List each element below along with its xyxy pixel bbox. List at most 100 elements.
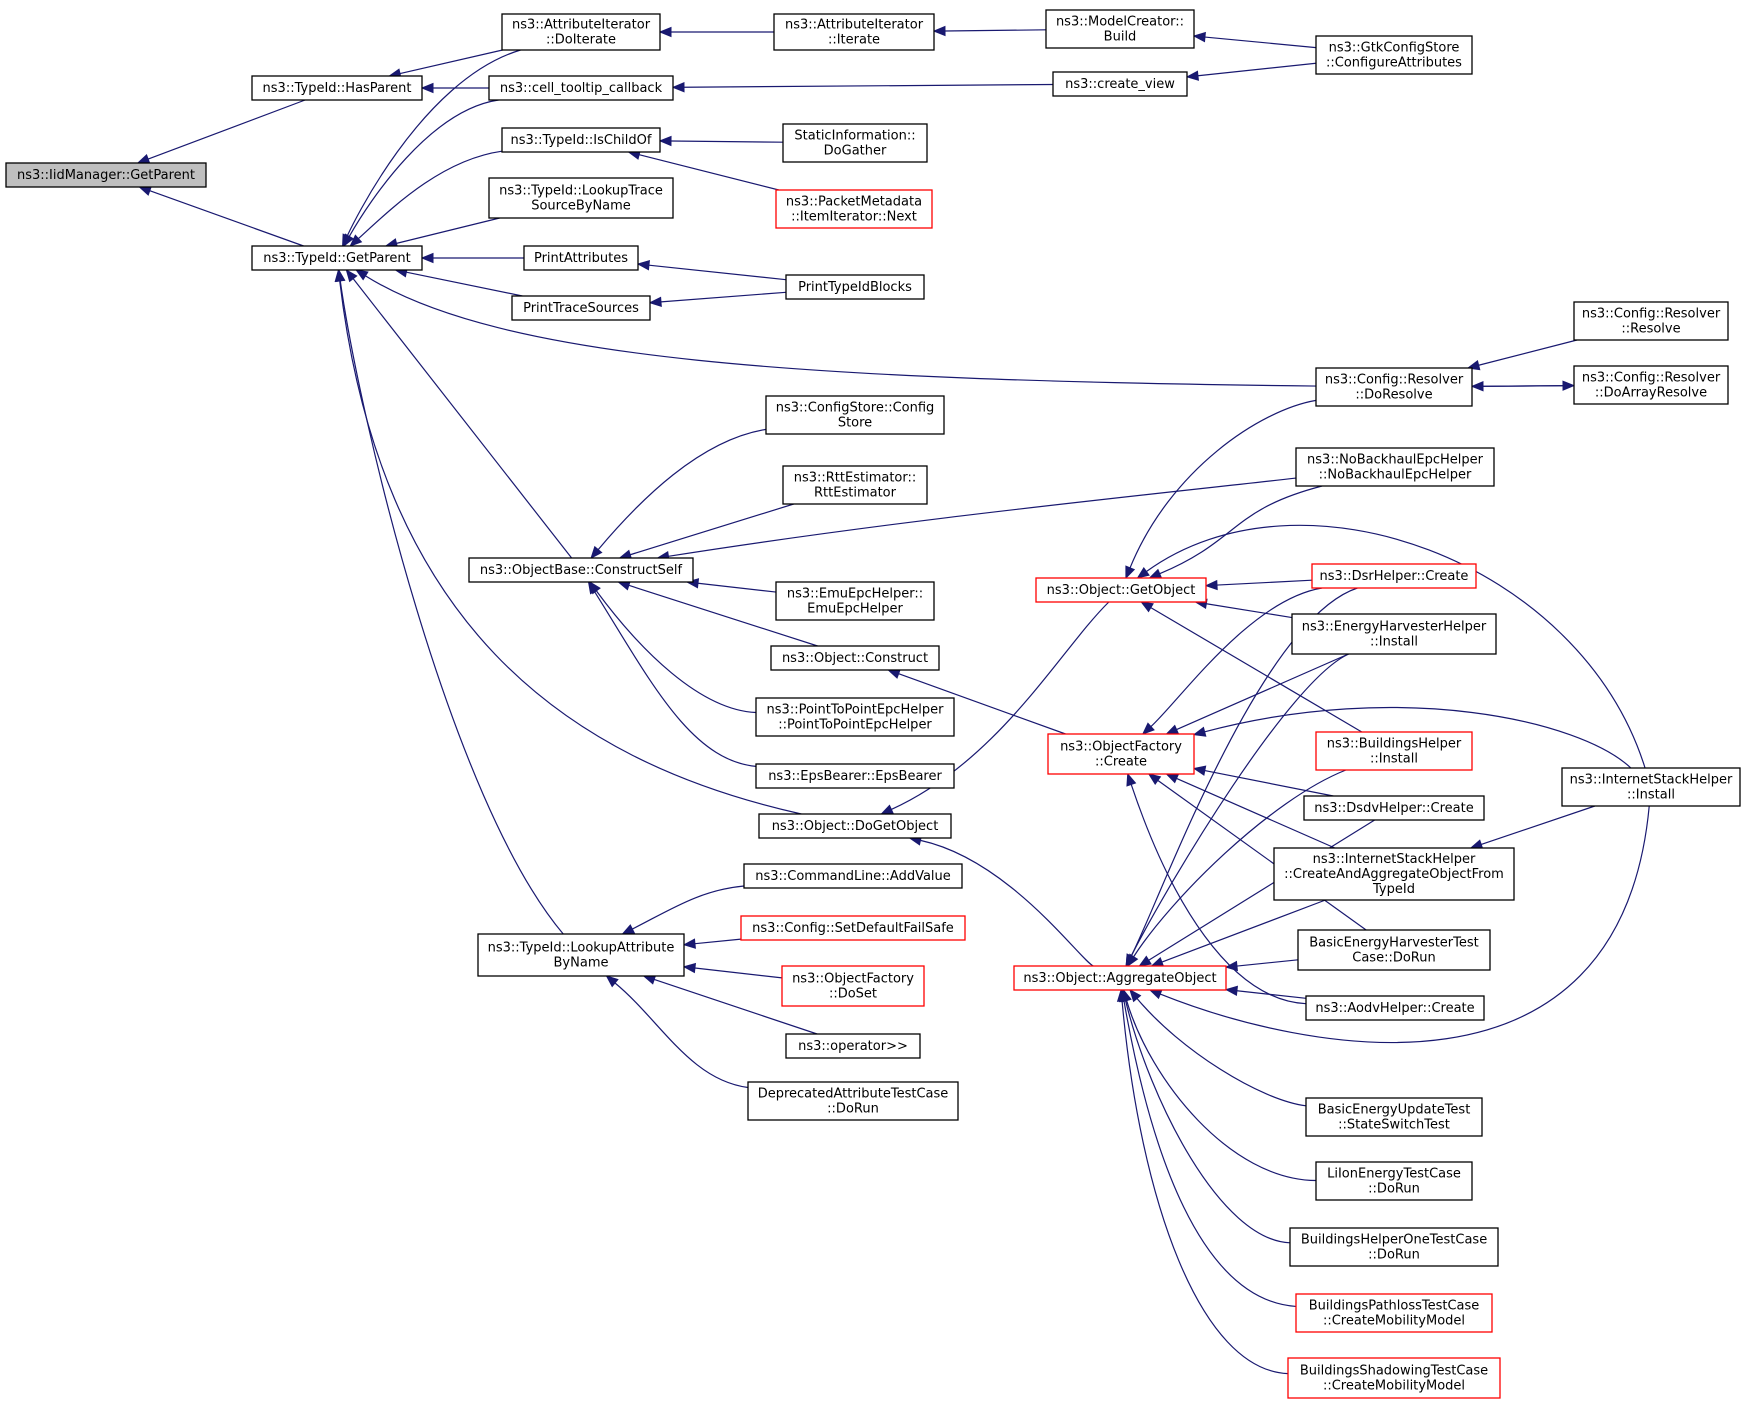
node-PktNext[interactable]: ns3::PacketMetadata::ItemIterator::Next — [775, 189, 933, 229]
node-CellTooltip[interactable]: ns3::cell_tooltip_callback — [488, 75, 674, 101]
edge-PathlossTest-to-AggregateObject — [1123, 1000, 1297, 1308]
node-box — [1287, 1357, 1501, 1399]
edge-CreateAggFromTypeId-to-ObjFactoryCreate — [1176, 777, 1336, 849]
edge-NoBackhaul-to-GetObject — [1159, 485, 1323, 575]
node-SetDefaultFailSafe[interactable]: ns3::Config::SetDefaultFailSafe — [740, 915, 966, 941]
node-DoResolve[interactable]: ns3::Config::Resolver::DoResolve — [1315, 367, 1473, 407]
node-box — [251, 245, 423, 271]
edge-BasicEnergyHarvTest-to-ObjFactoryCreate — [1157, 779, 1367, 931]
arrowhead — [648, 296, 662, 308]
node-DoArrayResolve[interactable]: ns3::Config::Resolver::DoArrayResolve — [1573, 365, 1729, 405]
node-box — [1035, 577, 1207, 603]
node-label: ::Install — [1627, 788, 1675, 803]
node-OperatorShift[interactable]: ns3::operator>> — [785, 1033, 921, 1059]
node-box — [770, 645, 940, 671]
arrowhead — [1165, 773, 1180, 784]
node-ObjFactoryDoSet[interactable]: ns3::ObjectFactory::DoSet — [781, 965, 925, 1007]
node-box — [755, 763, 955, 789]
node-ShadowingTest[interactable]: BuildingsShadowingTestCase::CreateMobili… — [1287, 1357, 1501, 1399]
edge-AddValue-to-LookupAttr — [632, 885, 745, 930]
node-PrintTraceSources[interactable]: PrintTraceSources — [511, 295, 651, 321]
node-DsdvCreate[interactable]: ns3::DsdvHelper::Create — [1303, 795, 1485, 821]
node-label: ns3::CommandLine::AddValue — [755, 869, 951, 884]
arrowhead — [1562, 380, 1576, 391]
node-DsrCreate[interactable]: ns3::DsrHelper::Create — [1311, 563, 1477, 589]
node-P2PEpc[interactable]: ns3::PointToPointEpcHelper::PointToPoint… — [755, 697, 955, 737]
node-label: Build — [1104, 30, 1137, 45]
node-label: ::PointToPointEpcHelper — [778, 718, 932, 733]
node-InternetInstall[interactable]: ns3::InternetStackHelper::Install — [1561, 767, 1741, 807]
node-BasicEnergyUpdate[interactable]: BasicEnergyUpdateTest::StateSwitchTest — [1305, 1097, 1483, 1137]
node-label: ns3::Object::DoGetObject — [772, 819, 939, 834]
node-box — [1305, 1097, 1483, 1137]
node-label: BuildingsShadowingTestCase — [1300, 1364, 1488, 1379]
node-PathlossTest[interactable]: BuildingsPathlossTestCase::CreateMobilit… — [1295, 1293, 1493, 1333]
node-AggregateObject[interactable]: ns3::Object::AggregateObject — [1013, 965, 1227, 991]
node-DoGetObject[interactable]: ns3::Object::DoGetObject — [758, 813, 952, 839]
node-AttrDoIterate[interactable]: ns3::AttributeIterator::DoIterate — [501, 13, 661, 51]
edge-ConfigStore-to-ConstructSelf — [597, 428, 767, 550]
node-EpsBearer[interactable]: ns3::EpsBearer::EpsBearer — [755, 763, 955, 789]
node-AttrIterate[interactable]: ns3::AttributeIterator::Iterate — [773, 13, 935, 51]
node-CreateView[interactable]: ns3::create_view — [1052, 71, 1188, 97]
arrowhead — [1224, 960, 1238, 972]
edge-layer — [136, 25, 1650, 1375]
node-box — [782, 123, 928, 163]
node-EnergyHarvInstall[interactable]: ns3::EnergyHarvesterHelper::Install — [1291, 613, 1497, 655]
arrowhead — [1126, 772, 1137, 787]
node-label: ns3::AodvHelper::Create — [1315, 1001, 1474, 1016]
node-box — [1052, 71, 1188, 97]
edge-DsdvCreate-to-AggregateObject — [1148, 819, 1375, 961]
node-StaticInfo[interactable]: StaticInformation::DoGather — [782, 123, 928, 163]
node-GetParentMgr[interactable]: ns3::IidManager::GetParent — [5, 162, 207, 188]
node-label: ::CreateMobilityModel — [1323, 1314, 1465, 1329]
node-LiIon[interactable]: LiIonEnergyTestCase::DoRun — [1315, 1161, 1473, 1201]
node-HasParent[interactable]: ns3::TypeId::HasParent — [251, 75, 423, 101]
node-box — [501, 127, 661, 153]
node-GtkConfig[interactable]: ns3::GtkConfigStore::ConfigureAttributes — [1315, 35, 1473, 75]
node-AodvCreate[interactable]: ns3::AodvHelper::Create — [1305, 995, 1485, 1021]
edge-GtkConfig-to-CreateView — [1197, 62, 1317, 77]
node-box — [773, 13, 935, 51]
node-BuildingsInstall[interactable]: ns3::BuildingsHelper::Install — [1315, 731, 1473, 771]
edge-CreateView-to-CellTooltip — [683, 83, 1054, 88]
edge-NoBackhaul-to-ConstructSelf — [668, 477, 1297, 557]
node-label: Store — [838, 416, 872, 431]
arrowhead — [355, 269, 369, 281]
node-AddValue[interactable]: ns3::CommandLine::AddValue — [743, 863, 963, 889]
node-ObjFactoryCreate[interactable]: ns3::ObjectFactory::Create — [1047, 733, 1195, 775]
node-DeprecatedTest[interactable]: DeprecatedAttributeTestCase::DoRun — [747, 1081, 959, 1121]
node-ConstructSelf[interactable]: ns3::ObjectBase::ConstructSelf — [468, 557, 694, 583]
node-PrintAttributes[interactable]: PrintAttributes — [523, 245, 639, 271]
node-ConfigStore[interactable]: ns3::ConfigStore::ConfigStore — [765, 395, 945, 435]
node-CreateAggFromTypeId[interactable]: ns3::InternetStackHelper::CreateAndAggre… — [1273, 847, 1515, 901]
node-box — [1295, 1293, 1493, 1333]
node-TypeIdGetParent[interactable]: ns3::TypeId::GetParent — [251, 245, 423, 271]
node-GetObject[interactable]: ns3::Object::GetObject — [1035, 577, 1207, 603]
node-NoBackhaul[interactable]: ns3::NoBackhaulEpcHelper::NoBackhaulEpcH… — [1295, 447, 1495, 487]
arrowhead — [1192, 31, 1206, 43]
edge-BasicEnergyUpdate-to-AggregateObject — [1136, 998, 1307, 1107]
node-box — [1045, 9, 1195, 49]
node-EmuEpc[interactable]: ns3::EmuEpcHelper::EmuEpcHelper — [775, 581, 935, 621]
arrowhead — [343, 233, 355, 248]
node-ModelCreatorBuild[interactable]: ns3::ModelCreator::Build — [1045, 9, 1195, 49]
node-ObjConstruct[interactable]: ns3::Object::Construct — [770, 645, 940, 671]
node-label: ns3::IidManager::GetParent — [17, 168, 195, 183]
node-label: ns3::GtkConfigStore — [1329, 41, 1460, 56]
node-label: ns3::AttributeIterator — [512, 18, 651, 33]
node-RttEstimator[interactable]: ns3::RttEstimator::RttEstimator — [782, 465, 928, 505]
node-IsChildOf[interactable]: ns3::TypeId::IsChildOf — [501, 127, 661, 153]
node-ResolverResolve[interactable]: ns3::Config::Resolver::Resolve — [1573, 301, 1729, 341]
node-label: ByName — [554, 956, 609, 971]
node-box — [1561, 767, 1741, 807]
node-BuildingsOneTest[interactable]: BuildingsHelperOneTestCase::DoRun — [1289, 1227, 1499, 1267]
node-box — [775, 189, 933, 229]
node-PrintTypeIdBlocks[interactable]: PrintTypeIdBlocks — [785, 274, 925, 300]
edge-BuildingsInstall-to-AggregateObject — [1133, 769, 1347, 958]
edge-DeprecatedTest-to-LookupAttr — [614, 982, 749, 1089]
node-label: ::Install — [1370, 752, 1418, 767]
